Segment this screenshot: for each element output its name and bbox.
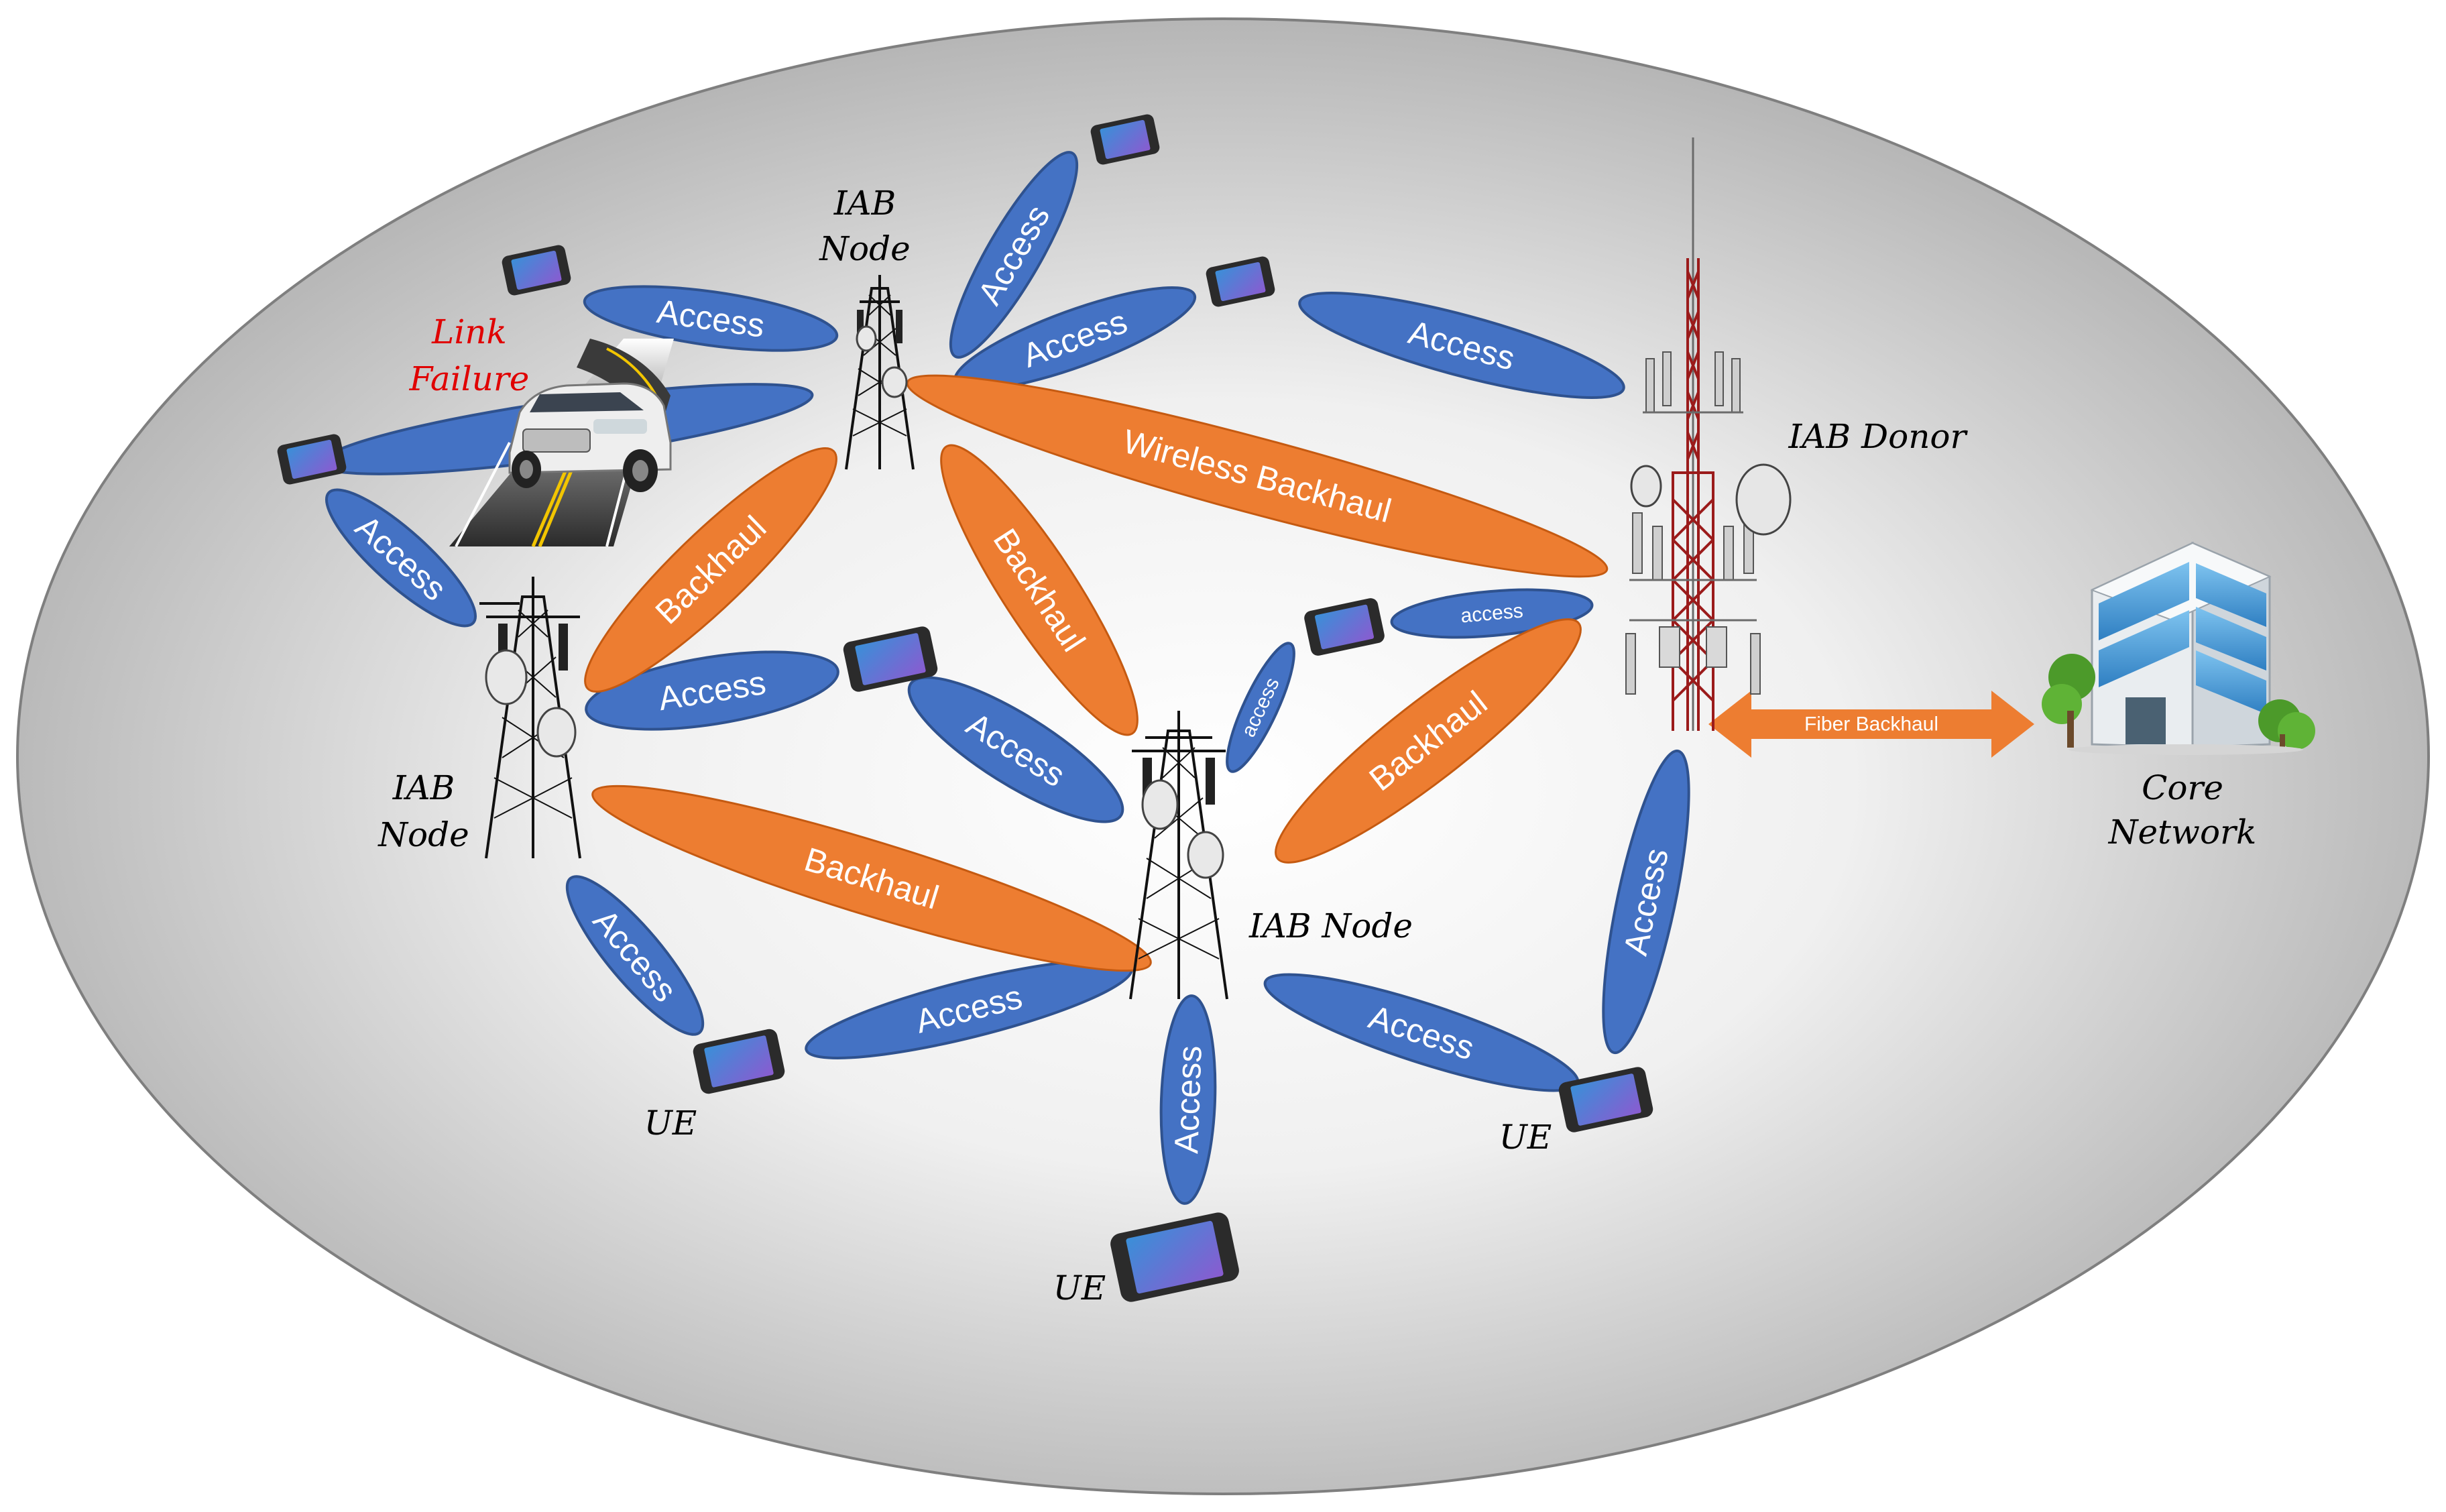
backhaul-link-top-center: Backhaul	[940, 444, 1139, 736]
smartphone-icon	[693, 1029, 785, 1094]
ue-devices	[277, 114, 1653, 1302]
smartphone-icon	[1090, 114, 1160, 165]
svg-text:IAB: IAB	[392, 768, 455, 807]
office-building-icon	[2042, 541, 2315, 755]
svg-text:IAB Node: IAB Node	[1248, 907, 1413, 945]
car-on-road-icon	[449, 339, 674, 547]
svg-text:Fiber Backhaul: Fiber Backhaul	[1804, 713, 1938, 736]
core-network: Core Network	[2042, 541, 2315, 852]
fiber-backhaul-link: Fiber Backhaul	[1708, 691, 2034, 758]
cell-tower-icon	[1129, 711, 1228, 1000]
iab-node-top-tower: IAB Node	[819, 184, 915, 470]
svg-text:Node: Node	[819, 229, 910, 268]
cell-tower-icon	[845, 275, 915, 470]
smartphone-icon	[1110, 1212, 1239, 1302]
ue-label-left: UE	[644, 1104, 697, 1143]
svg-text:Core: Core	[2142, 768, 2223, 807]
ue-label-right: UE	[1499, 1118, 1552, 1157]
svg-text:Network: Network	[2108, 813, 2257, 852]
svg-text:access: access	[1460, 599, 1524, 627]
svg-text:Link: Link	[431, 312, 507, 351]
smartphone-icon	[502, 245, 571, 296]
smartphone-icon	[1206, 256, 1275, 307]
smartphone-icon	[1558, 1067, 1653, 1132]
access-link-center-bottom-ue: Access	[1159, 994, 1217, 1205]
access-link-center-left-ue: Access	[805, 959, 1133, 1059]
access-link-left-center: Access	[585, 650, 839, 731]
link-failure-label: Link Failure	[409, 312, 530, 398]
svg-text:Access: Access	[1167, 1045, 1209, 1154]
iab-node-center-tower: IAB Node	[1129, 711, 1413, 1000]
ue-label-bottom: UE	[1053, 1269, 1106, 1307]
svg-text:Failure: Failure	[409, 359, 530, 398]
iab-node-left-tower: IAB Node	[377, 577, 581, 859]
access-link-donor-top-ue: Access	[1298, 292, 1625, 399]
access-link-donor-right-ue: Access	[1602, 749, 1690, 1055]
donor-tower-icon	[1625, 137, 1792, 731]
svg-text:Node: Node	[377, 815, 469, 854]
access-link-top-left-ue: Access	[583, 285, 839, 352]
smartphone-icon	[843, 626, 938, 692]
smartphone-icon	[277, 434, 347, 485]
svg-text:IAB: IAB	[833, 184, 896, 223]
iab-donor-tower: IAB Donor	[1625, 137, 1969, 731]
svg-text:IAB Donor: IAB Donor	[1788, 417, 1969, 456]
smartphone-icon	[1304, 598, 1385, 656]
cell-tower-icon	[479, 577, 581, 859]
